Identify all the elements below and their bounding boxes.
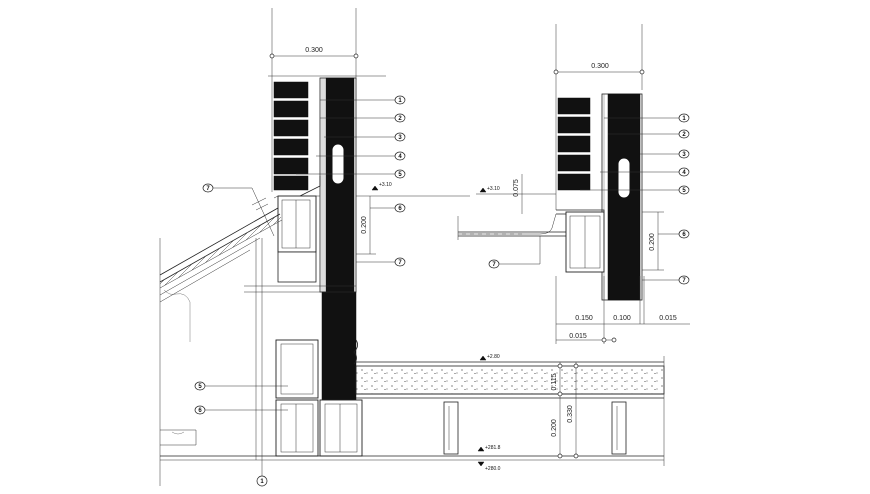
dim-tick bbox=[353, 53, 359, 59]
svg-text:6: 6 bbox=[198, 408, 202, 414]
dim-tick bbox=[269, 53, 275, 59]
dimension-label: 0.200 bbox=[551, 419, 558, 437]
dimension-label: 0.015 bbox=[569, 333, 587, 340]
svg-text:3: 3 bbox=[682, 152, 686, 158]
svg-text:4: 4 bbox=[398, 154, 402, 160]
dimension-label: 0.300 bbox=[305, 47, 323, 54]
svg-text:1: 1 bbox=[260, 479, 264, 485]
steel-section bbox=[319, 399, 363, 457]
steel-section bbox=[277, 195, 317, 253]
level-label: +3.10 bbox=[379, 182, 392, 188]
break-line bbox=[353, 339, 358, 365]
svg-text:2: 2 bbox=[398, 116, 402, 122]
callout-bubbles-left: 1 2 3 4 5 6 7 7 bbox=[202, 95, 406, 267]
svg-text:7: 7 bbox=[492, 262, 496, 268]
svg-text:7: 7 bbox=[398, 260, 402, 266]
callout-bubbles-bottom: 5 6 1 bbox=[194, 381, 268, 487]
dimension-label: 0.150 bbox=[575, 315, 593, 322]
steel-section bbox=[275, 339, 319, 399]
joist bbox=[611, 401, 627, 455]
svg-text:1: 1 bbox=[398, 98, 402, 104]
svg-text:5: 5 bbox=[198, 384, 202, 390]
level-marker bbox=[479, 355, 487, 361]
level-marker bbox=[371, 185, 379, 191]
dimension-label: 0.115 bbox=[551, 373, 558, 390]
dimension-label: 0.300 bbox=[591, 63, 609, 70]
floor-slab bbox=[355, 365, 665, 395]
dimension-label: 0.200 bbox=[649, 233, 656, 251]
level-label: +281.8 bbox=[485, 445, 501, 451]
wall-slot bbox=[331, 143, 345, 185]
wall-slot bbox=[617, 157, 631, 199]
callout-bubbles-right: 1 2 3 4 5 6 7 7 bbox=[488, 113, 690, 285]
left-detail: 0.300 bbox=[159, 8, 665, 487]
right-detail: 0.300 0.075 +3.10 0.200 bbox=[457, 24, 690, 344]
svg-text:1: 1 bbox=[682, 116, 686, 122]
wall-core bbox=[325, 77, 355, 293]
svg-text:4: 4 bbox=[682, 170, 686, 176]
dimension-label: 0.100 bbox=[613, 315, 631, 322]
svg-text:2: 2 bbox=[682, 132, 686, 138]
dimension-label: 0.330 bbox=[567, 405, 574, 423]
svg-text:5: 5 bbox=[398, 172, 402, 178]
dimension-label: 0.075 bbox=[513, 179, 520, 197]
level-label: +3.10 bbox=[487, 186, 500, 192]
level-label: +2.80 bbox=[487, 354, 500, 360]
svg-text:7: 7 bbox=[206, 186, 210, 192]
dimension-label: 0.200 bbox=[361, 216, 368, 234]
inclined-roof bbox=[159, 176, 321, 303]
svg-text:6: 6 bbox=[398, 206, 402, 212]
svg-text:6: 6 bbox=[682, 232, 686, 238]
steel-section bbox=[275, 399, 319, 457]
joist bbox=[443, 401, 459, 455]
svg-text:3: 3 bbox=[398, 135, 402, 141]
level-marker bbox=[477, 461, 485, 467]
level-marker bbox=[477, 446, 485, 452]
masonry-blocks bbox=[273, 81, 309, 191]
svg-text:5: 5 bbox=[682, 188, 686, 194]
svg-text:7: 7 bbox=[682, 278, 686, 284]
dimension-label: 0.015 bbox=[659, 315, 677, 322]
masonry-blocks-right bbox=[557, 97, 591, 191]
wall-lower bbox=[321, 291, 357, 401]
level-label: +280.0 bbox=[485, 466, 501, 472]
